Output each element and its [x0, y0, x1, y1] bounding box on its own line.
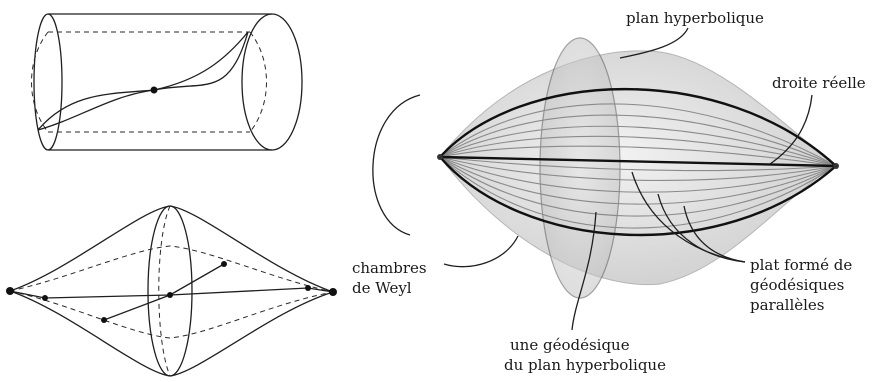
- cylinder-right-rim: [241, 13, 303, 151]
- spindle-lower-outline: [9, 290, 334, 377]
- leader-chambres-lower: [443, 235, 519, 268]
- lens-figure: [437, 37, 839, 299]
- spindle-point-1: [42, 295, 48, 301]
- cylinder-center-point: [150, 86, 158, 94]
- leader-chambres-upper: [372, 94, 421, 236]
- cylinder-figure: [31, 13, 303, 151]
- label-plat-line3: parallèles: [750, 296, 825, 314]
- parallel-geodesics: [439, 103, 837, 229]
- label-geodesique-line2: du plan hyperbolique: [504, 356, 666, 374]
- spindle-upper-outline: [9, 205, 334, 293]
- spindle-figure: [6, 205, 337, 377]
- spindle-geodesic-a: [103, 263, 225, 321]
- spindle-point-3: [221, 261, 227, 267]
- spindle-right-vertex: [329, 288, 337, 296]
- label-plat-line1: plat formé de: [750, 256, 852, 274]
- lens-right-vertex: [833, 163, 839, 169]
- spindle-point-2: [167, 292, 173, 298]
- lens-upper-bold-edge: [439, 87, 837, 167]
- spindle-hidden-lower: [9, 290, 334, 339]
- spindle-point-4: [101, 317, 107, 323]
- cylinder-hidden-back-arc-right: [249, 31, 267, 133]
- spindle-point-5: [305, 285, 311, 291]
- real-line-geodesic: [439, 155, 837, 168]
- spindle-hidden-ring: [158, 205, 171, 377]
- leader-plan-hyperbolique: [619, 27, 689, 59]
- label-chambres-line2: de Weyl: [352, 279, 412, 297]
- lens-lower-bold-edge: [439, 156, 837, 237]
- label-chambres-line1: chambres: [352, 259, 427, 277]
- leader-lines: [372, 27, 813, 331]
- leader-droite-reelle: [769, 94, 813, 165]
- leader-plat-3: [683, 205, 746, 263]
- label-geodesique-line1: une géodésique: [510, 336, 630, 354]
- lens-left-vertex: [437, 154, 443, 160]
- label-droite-reelle: droite réelle: [772, 74, 866, 92]
- label-plat-line2: géodésiques: [750, 276, 844, 294]
- spindle-hidden-upper: [9, 245, 334, 293]
- label-plan-hyperbolique: plan hyperbolique: [626, 9, 764, 27]
- leader-geodesique: [571, 211, 597, 331]
- spindle-left-vertex: [6, 287, 14, 295]
- cylinder-geodesic-2: [37, 31, 249, 131]
- cylinder-hidden-back-arc: [31, 31, 49, 133]
- spindle-middle-ring: [147, 205, 193, 377]
